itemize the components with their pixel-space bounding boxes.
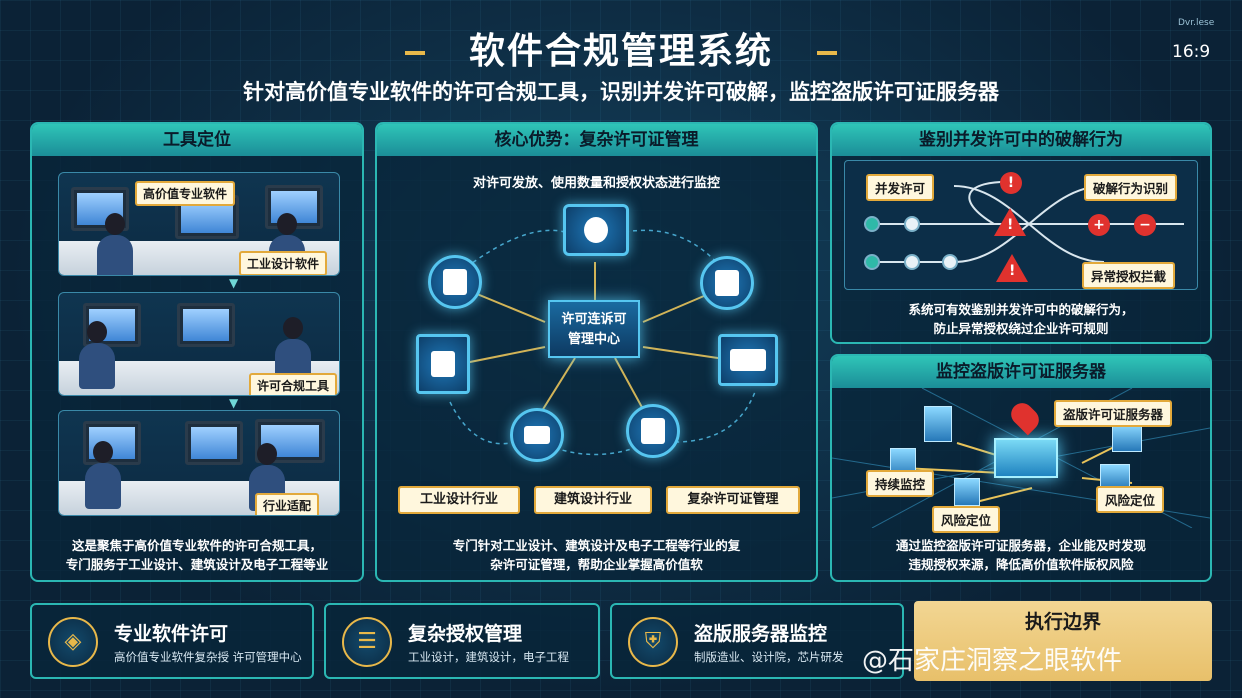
plus-alert-icon: + (1088, 214, 1110, 236)
flow-node-icon (904, 254, 920, 270)
central-server-icon (994, 438, 1058, 478)
monitor-icon (185, 421, 243, 465)
server-icon (924, 406, 952, 442)
aspect-ratio-label: 16:9 (1172, 42, 1211, 62)
layers-icon: ◈ (48, 617, 98, 667)
report-node (700, 256, 754, 310)
positioning-panel: 工具定位 高价值专业软件 工业设计软件 ▼ 许可合规工具 ▼ 行业适配 这是聚焦… (30, 122, 364, 582)
industry-chip-architecture: 建筑设计行业 (534, 486, 652, 514)
industry-chip-industrial: 工业设计行业 (398, 486, 520, 514)
warning-triangle-icon: ! (996, 254, 1028, 282)
caption-line: 杂许可证管理，帮助企业掌握高价值软 (490, 557, 703, 572)
advantage-intro: 对许可发放、使用数量和授权状态进行监控 (472, 176, 720, 191)
hub-label: 许可连诉可 (561, 312, 627, 327)
scene-label: 工业设计软件 (239, 251, 328, 275)
check-node-icon (864, 216, 880, 232)
down-arrow-icon: ▼ (229, 396, 239, 410)
tag-node-icon (864, 254, 880, 270)
corner-tag: Dvr.lese (1178, 18, 1215, 28)
warning-triangle-icon: ! (994, 208, 1026, 236)
engineer-figure (85, 441, 121, 509)
caption-line: 专门服务于工业设计、建筑设计及电子工程等业 (65, 557, 329, 572)
monitor-icon (177, 303, 235, 347)
execution-boundary-box: 执行边界 (914, 601, 1212, 681)
card-professional-license: ◈ 专业软件许可 高价值专业软件复杂授 许可管理中心 (30, 603, 314, 679)
scene-label: 许可合规工具 (249, 373, 338, 395)
license-shield-node (563, 204, 629, 256)
card-title: 复杂授权管理 (408, 623, 523, 645)
hub-label: 管理中心 (567, 332, 620, 347)
minus-alert-icon: − (1134, 214, 1156, 236)
concurrent-license-label: 并发许可 (866, 174, 935, 201)
monitor-icon (71, 187, 129, 231)
caption-line: 这是聚焦于高价值专业软件的许可合规工具， (71, 538, 322, 553)
title-right-dash (817, 51, 837, 55)
card-piracy-monitor: ⛨ 盗版服务器监控 制版造业、设计院，芯片研发 (610, 603, 904, 679)
crack-recognition-label: 破解行为识别 (1084, 174, 1178, 201)
server-icon (1112, 424, 1142, 452)
document-node (428, 255, 482, 309)
server-node (416, 334, 470, 394)
piracy-monitor-panel-title: 监控盗版许可证服务器 (832, 356, 1210, 388)
down-arrow-icon: ▼ (229, 276, 239, 290)
crack-detect-caption: 系统可有效鉴别并发许可中的破解行为， 防止异常授权绕过企业许可规则 (830, 300, 1212, 338)
scene-label: 高价值专业软件 (135, 181, 236, 206)
license-hub: 许可连诉可 管理中心 (548, 300, 640, 358)
scene-compliance-tool: 许可合规工具 (58, 292, 340, 396)
engineer-figure (79, 321, 115, 389)
caption-line: 系统可有效鉴别并发许可中的破解行为， (908, 302, 1134, 317)
positioning-panel-title: 工具定位 (32, 124, 362, 156)
scene-industry-fit: 行业适配 (58, 410, 340, 516)
card-text: 工业设计，建筑设计，电子工程 (408, 650, 569, 664)
caption-line: 专门针对工业设计、建筑设计及电子工程等行业的复 (452, 538, 741, 553)
caption-line: 通过监控盗版许可证服务器，企业能及时发现 (895, 538, 1146, 553)
watermark: @石家庄洞察之眼软件 (862, 646, 1123, 676)
risk-locate-label: 风险定位 (932, 506, 1001, 533)
pirate-server-label: 盗版许可证服务器 (1054, 400, 1173, 427)
monitor-icon (83, 421, 141, 465)
positioning-caption: 这是聚焦于高价值专业软件的许可合规工具， 专门服务于工业设计、建筑设计及电子工程… (32, 536, 362, 574)
card-complex-auth: ☰ 复杂授权管理 工业设计，建筑设计，电子工程 (324, 603, 600, 679)
card-title: 盗版服务器监控 (694, 623, 828, 645)
card-text: 高价值专业软件复杂授 许可管理中心 (114, 650, 302, 664)
caption-line: 防止异常授权绕过企业许可规则 (933, 321, 1109, 336)
crack-detect-panel-title: 鉴别并发许可中的破解行为 (832, 124, 1210, 156)
page-title: 软件合规管理系统 (0, 22, 1242, 74)
title-left-dash (404, 51, 425, 55)
title-text: 软件合规管理系统 (468, 31, 773, 72)
server-icon (1100, 464, 1130, 490)
industry-chip-complex-license: 复杂许可证管理 (666, 486, 800, 514)
card-title: 专业软件许可 (114, 623, 229, 645)
advantage-caption: 专门针对工业设计、建筑设计及电子工程等行业的复 杂许可证管理，帮助企业掌握高价值… (375, 536, 818, 574)
scene-high-value-software: 高价值专业软件 工业设计软件 (58, 172, 340, 276)
risk-locate-label: 风险定位 (1096, 486, 1165, 513)
stack-icon: ☰ (342, 617, 392, 667)
piracy-monitor-caption: 通过监控盗版许可证服务器，企业能及时发现 违规授权来源，降低高价值软件版权风险 (830, 536, 1212, 574)
scene-label: 行业适配 (255, 493, 320, 515)
advantage-panel-title: 核心优势：复杂许可证管理 (377, 124, 816, 156)
monitor-node (510, 408, 564, 462)
server-icon (954, 478, 980, 506)
search-node (626, 404, 680, 458)
abnormal-auth-block-label: 异常授权拦截 (1082, 262, 1176, 289)
caption-line: 违规授权来源，降低高价值软件版权风险 (908, 557, 1134, 572)
page-subtitle: 针对高价值专业软件的许可合规工具，识别并发许可破解，监控盗版许可证服务器 (243, 80, 999, 104)
shield-icon: ⛨ (628, 617, 678, 667)
engineer-figure (97, 213, 133, 275)
card-text: 制版造业、设计院，芯片研发 (694, 650, 844, 664)
execution-boundary-title: 执行边界 (1024, 611, 1101, 633)
flow-node-icon (904, 216, 920, 232)
alert-circle-icon: ! (1000, 172, 1022, 194)
continuous-monitor-label: 持续监控 (866, 470, 935, 497)
flow-node-icon (942, 254, 958, 270)
desktop-node (718, 334, 778, 386)
